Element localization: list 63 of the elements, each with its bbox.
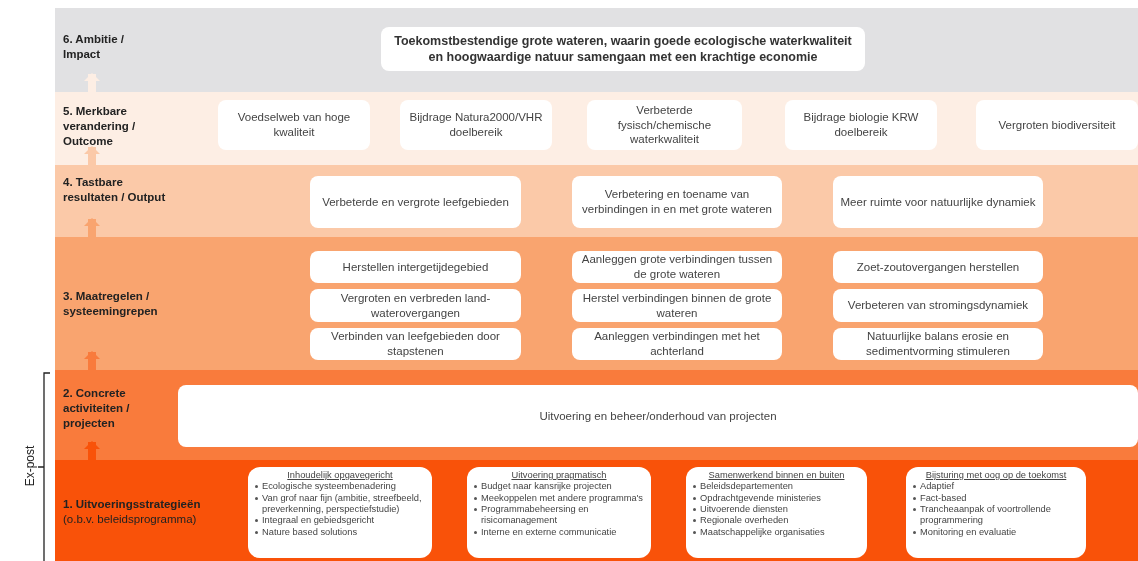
- bullet-text: Budget naar kansrijke projecten: [481, 481, 612, 492]
- text-box: Verbetering en toename van verbindingen in en met grote wateren: [572, 176, 782, 228]
- strategy-card: [906, 467, 1086, 558]
- card-heading: Uitvoering pragmatisch: [510, 470, 608, 482]
- up-arrow: [84, 351, 100, 370]
- card-heading: Inhoudelijk opgavegericht: [286, 470, 394, 482]
- layer-heading: 3. Maatregelen / systeemingrepen: [63, 289, 159, 319]
- layer-band: [55, 460, 1138, 561]
- text-box: Verbinden van leefgebieden door stapstenen: [310, 328, 521, 360]
- layer-heading: 2. Concrete activiteiten / projecten: [63, 386, 131, 431]
- layer-heading: 4. Tastbare resultaten / Output: [63, 175, 167, 205]
- bullet-text: Opdrachtgevende ministeries: [700, 492, 821, 503]
- layer-band: [55, 370, 1138, 460]
- up-arrow: [84, 146, 100, 165]
- bullet-text: Maatschappelijke organisaties: [700, 526, 825, 537]
- layer-band: [55, 8, 1138, 92]
- text-box: Herstel verbindingen binnen de grote wateren: [572, 289, 782, 322]
- up-arrow: [84, 73, 100, 92]
- text-box: Zoet-zoutovergangen herstellen: [833, 251, 1043, 283]
- up-arrow: [84, 218, 100, 237]
- text-box: Vergroten biodiversiteit: [976, 100, 1138, 150]
- bullet-text: Programmabeheersing en risicomanagement: [481, 504, 589, 526]
- bullet-text: Interne en externe communicatie: [481, 526, 617, 537]
- layer-heading: 6. Ambitie / Impact: [63, 32, 125, 62]
- bullet-text: Meekoppelen met andere programma's: [481, 492, 643, 503]
- layer-subheading: (o.b.v. beleidsprogramma): [63, 511, 198, 527]
- text-box: Bijdrage biologie KRW doelbereik: [785, 100, 937, 150]
- text-box: Aanleggen grote verbindingen tussen de grote wateren: [572, 251, 782, 283]
- text-box: Aanleggen verbindingen met het achterland: [572, 328, 782, 360]
- bullet-text: Nature based solutions: [262, 526, 358, 537]
- layer-heading: 5. Merkbare verandering / Outcome: [63, 104, 137, 149]
- text-box: Meer ruimte voor natuurlijke dynamiek: [833, 176, 1043, 228]
- bullet-text: Ecologische systeembenadering: [262, 481, 396, 492]
- strategy-card: [467, 467, 651, 558]
- strategy-card: [686, 467, 867, 558]
- card-heading: Samenwerkend binnen en buiten: [707, 470, 846, 482]
- bullet-text: Integraal en gebiedsgericht: [262, 515, 375, 526]
- bullet-text: Fact-based: [920, 492, 967, 503]
- text-box: Verbeterde en vergrote leefgebieden: [310, 176, 521, 228]
- bullet-text: Uitvoerende diensten: [700, 504, 788, 514]
- bullet-text: Beleidsdepartementen: [700, 481, 794, 492]
- text-box: Uitvoering en beheer/onderhoud van projecten: [178, 385, 1138, 447]
- layer-band: [55, 92, 1138, 165]
- up-arrow: [84, 441, 100, 460]
- layer-band: [55, 237, 1138, 370]
- strategy-card: [248, 467, 432, 558]
- text-box: Verbeteren van stromingsdynamiek: [833, 289, 1043, 322]
- bullet-text: Regionale overheden: [700, 515, 789, 526]
- layer-heading: 1. Uitvoeringsstrategieën: [63, 497, 202, 512]
- text-box: Vergroten en verbreden land-waterovergangen: [310, 289, 521, 322]
- card-heading: Bijsturing met oog op de toekomst: [924, 470, 1068, 482]
- bullet-text: Monitoring en evaluatie: [920, 526, 1017, 537]
- text-box: Toekomstbestendige grote wateren, waarin goede ecologische waterkwaliteit en hoogwaardige natuur samengaan met een krachtige economie: [381, 27, 865, 71]
- text-box: Natuurlijke balans erosie en sedimentvorming stimuleren: [833, 328, 1043, 360]
- text-box: Bijdrage Natura2000/VHR doelbereik: [400, 100, 552, 150]
- text-box: Voedselweb van hoge kwaliteit: [218, 100, 370, 150]
- text-box: Herstellen intergetijdegebied: [310, 251, 521, 283]
- bullet-text: Van grof naar fijn (ambitie, streefbeeld, preverkenning, perspectiefstudie): [262, 492, 422, 514]
- layer-band: [55, 165, 1138, 237]
- text-box: Verbeterde fysisch/chemische waterkwaliteit: [587, 100, 742, 150]
- bullet-text: Adaptief: [920, 481, 955, 492]
- bullet-text: Trancheaanpak of voortrollende programmering: [920, 504, 1051, 526]
- bracket-label: Ex-post: [23, 444, 37, 488]
